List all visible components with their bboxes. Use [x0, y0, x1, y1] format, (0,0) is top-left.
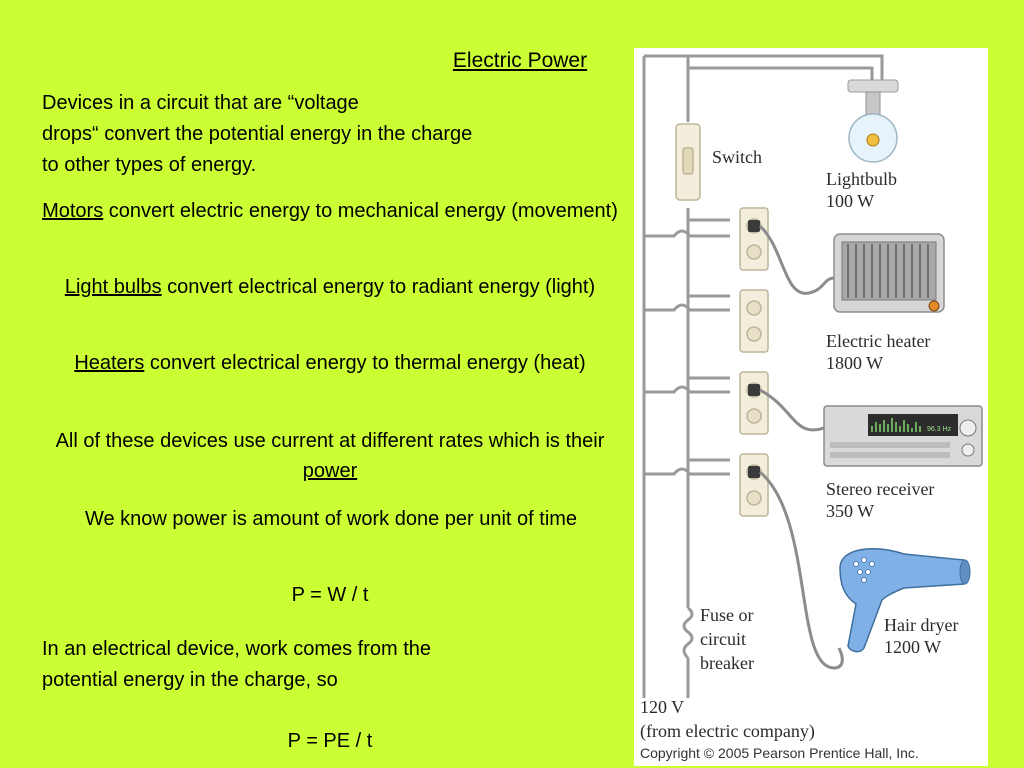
stereo-label: Stereo receiver	[826, 479, 935, 499]
slide-title: Electric Power	[452, 49, 588, 72]
equation-power-work: P = W / t	[291, 584, 369, 606]
electrical-line-1: In an electrical device, work comes from…	[42, 638, 432, 660]
bulb-wire-b	[688, 66, 874, 80]
power-text: All of these devices use current at diff…	[55, 430, 605, 452]
outlet-2	[739, 289, 769, 353]
bulbs-text: convert electrical energy to radiant ene…	[161, 276, 596, 298]
equation-power-pe: P = PE / t	[287, 730, 373, 752]
copyright-notice: Copyright © 2005 Pearson Prentice Hall, …	[640, 745, 919, 761]
lightbulb-fixture	[847, 79, 899, 163]
lightbulb-power: 100 W	[826, 191, 875, 211]
heater-label: Electric heater	[826, 331, 931, 351]
motors-text: convert electric energy to mechanical en…	[103, 200, 618, 222]
supply-source: (from electric company)	[640, 721, 815, 741]
stereo-power: 350 W	[826, 501, 875, 521]
switch-label: Switch	[712, 147, 763, 167]
lightbulb-label: Lightbulb	[826, 169, 897, 189]
bulbs-paragraph: Light bulbs convert electrical energy to…	[40, 272, 620, 302]
heaters-paragraph: Heaters convert electrical energy to the…	[40, 348, 620, 378]
supply-voltage: 120 V	[640, 697, 685, 717]
stereo-display-label: 96.3 Hz	[927, 426, 952, 433]
wall-switch	[675, 123, 701, 201]
motors-paragraph: Motors convert electric energy to mechan…	[40, 196, 620, 226]
electric-heater	[833, 233, 945, 313]
power-paragraph: All of these devices use current at diff…	[40, 426, 620, 486]
electrical-work-paragraph: In an electrical device, work comes from…	[42, 634, 602, 696]
circuit-diagram: 96.3 Hz	[642, 54, 983, 698]
plugs	[748, 220, 760, 478]
heaters-text: convert electrical energy to thermal ene…	[144, 352, 586, 374]
fuse-label-2: circuit	[700, 629, 746, 649]
outlet-1	[739, 207, 769, 271]
fuse-label-1: Fuse or	[700, 605, 754, 625]
intro-line-1: Devices in a circuit that are “voltage	[42, 92, 359, 114]
outlet-4	[739, 453, 769, 517]
outlet-3	[739, 371, 769, 435]
heater-power: 1800 W	[826, 353, 884, 373]
fuse-label-3: breaker	[700, 653, 754, 673]
work-paragraph: We know power is amount of work done per…	[84, 508, 578, 530]
fuse-symbol	[682, 606, 694, 660]
bulb-wire-a	[644, 54, 884, 80]
electrical-line-2: potential energy in the charge, so	[42, 669, 338, 691]
intro-paragraph: Devices in a circuit that are “voltage d…	[42, 88, 622, 181]
circuit-figure: 96.3 Hz Switch Lightbulb 100 W Electric …	[634, 48, 988, 766]
stereo-receiver: 96.3 Hz	[823, 405, 983, 467]
heaters-term: Heaters	[74, 352, 145, 374]
dryer-label: Hair dryer	[884, 615, 959, 635]
bulbs-term: Light bulbs	[64, 276, 162, 298]
motors-term: Motors	[42, 200, 104, 222]
dryer-power: 1200 W	[884, 637, 942, 657]
hair-dryer	[839, 548, 971, 653]
intro-line-3: to other types of energy.	[42, 154, 257, 176]
intro-line-2: drops“ convert the potential energy in t…	[42, 123, 473, 145]
power-term: power	[302, 460, 358, 482]
